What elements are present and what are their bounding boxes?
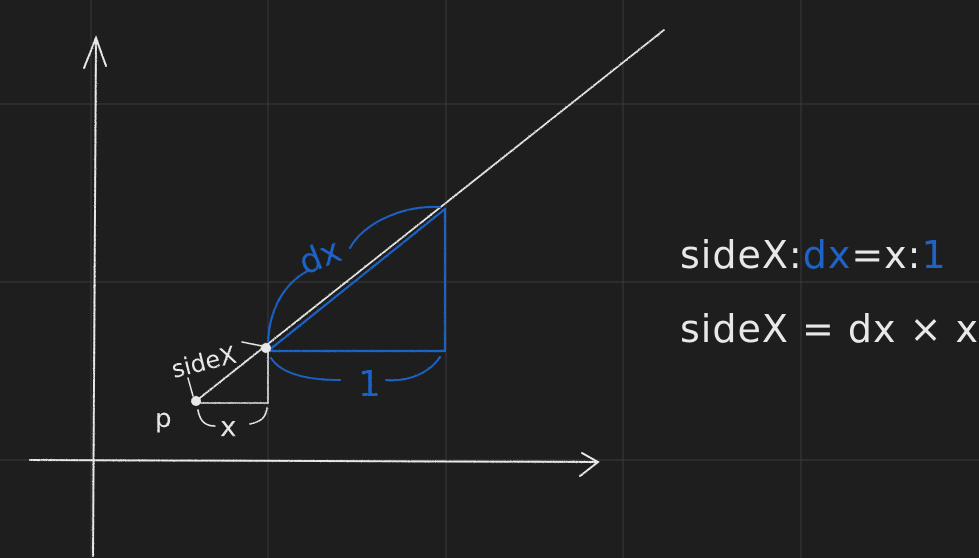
diagonal-line: [195, 29, 665, 402]
eq2-lhs: sideX: [680, 307, 789, 351]
eq1-dx: dx: [802, 233, 852, 277]
small-triangle: [195, 350, 269, 404]
eq1-sep2: :: [907, 233, 922, 277]
eq1-equals: =: [851, 233, 885, 277]
eq2-rhs: dx × x: [847, 307, 979, 351]
equation-ratio: sideX:dx=x:1: [680, 236, 947, 274]
equation-product: sideX = dx × x: [680, 310, 979, 348]
blue-triangle: [266, 207, 447, 353]
label-sidex: sideX: [169, 341, 239, 384]
point-b: [261, 343, 271, 353]
eq2-equals: =: [801, 307, 835, 351]
x-brace: [197, 407, 268, 427]
eq1-lhs: sideX: [680, 233, 789, 277]
label-p: p: [155, 404, 172, 434]
eq1-sep1: :: [788, 233, 803, 277]
sidex-pointer: [187, 341, 263, 397]
label-one: 1: [358, 364, 381, 405]
label-x: x: [220, 410, 237, 443]
point-p: [191, 396, 201, 406]
dx-brace: [267, 205, 441, 343]
x-axis: [29, 452, 600, 477]
y-axis: [83, 35, 107, 557]
one-brace: [270, 356, 441, 382]
eq1-x: x: [884, 233, 908, 277]
eq1-one: 1: [921, 233, 947, 277]
